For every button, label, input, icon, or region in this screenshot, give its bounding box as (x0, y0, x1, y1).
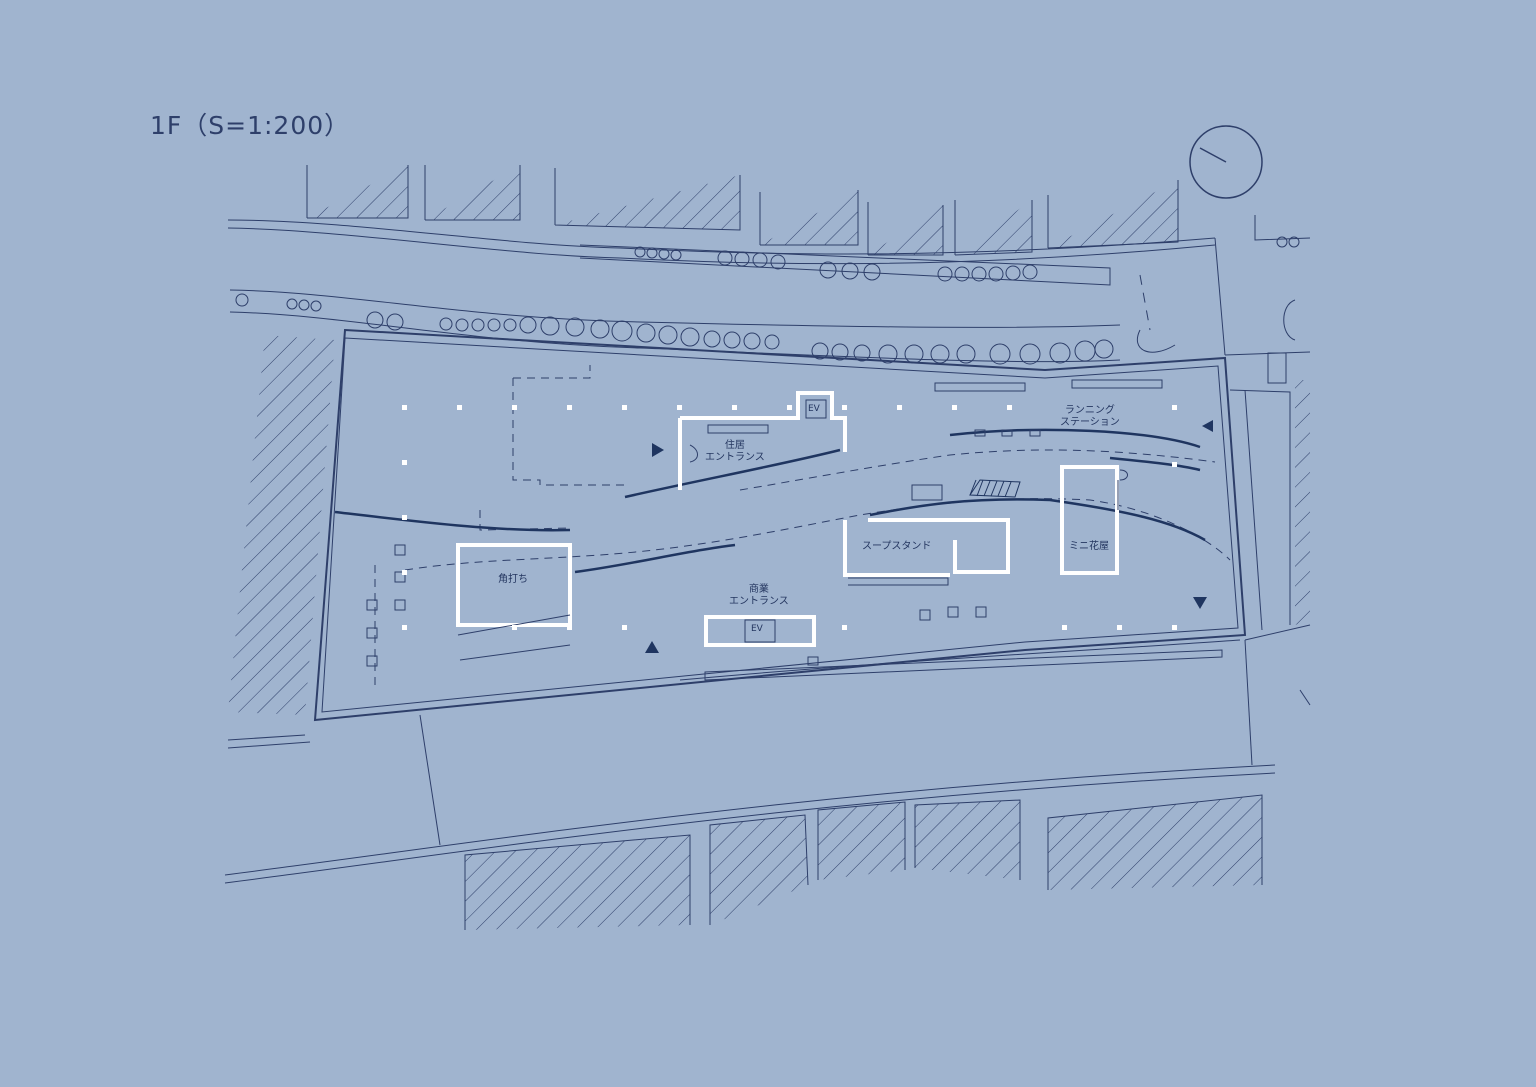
tree-row-north (235, 236, 1300, 365)
elevator-label-top: EV (808, 404, 820, 414)
curved-paths (334, 428, 1206, 574)
label-running-station: ランニング ステーション (1060, 405, 1120, 428)
street-lines (224, 215, 1311, 884)
neighbor-building-west (228, 335, 335, 715)
label-commercial-entrance: 商業 エントランス (729, 584, 789, 607)
neighbor-buildings-south (464, 794, 1263, 930)
wall-ev-bottom (704, 615, 816, 647)
elevator-label-bottom: EV (751, 624, 763, 634)
label-residential-entrance: 住居 エントランス (705, 440, 765, 463)
entry-dash (1139, 274, 1151, 331)
room-soup-stand: スープスタンド (862, 541, 932, 552)
entry-arrow-icon (645, 420, 1213, 653)
neighbor-buildings-north (306, 165, 1179, 256)
gutters (911, 379, 1163, 501)
wall-florist (1060, 465, 1119, 575)
east-arc (1283, 299, 1296, 341)
east-box (1267, 352, 1287, 384)
interior-lines (457, 399, 1128, 661)
room-mini-florist: ミニ花屋 (1069, 541, 1109, 552)
north-indicator-icon (1189, 125, 1263, 199)
ramp-curve (1137, 329, 1176, 353)
site-outline-inner (321, 337, 1239, 713)
room-kakuuchi: 角打ち (498, 574, 528, 585)
stair (969, 479, 1021, 498)
site-outline (313, 328, 1247, 722)
columns (402, 405, 1177, 630)
plan-title: 1F（S=1:200） (150, 111, 351, 140)
fixtures (366, 429, 1041, 667)
wall-residential (678, 391, 847, 490)
wall-soup (843, 518, 1010, 577)
neighbor-building-east (1295, 380, 1310, 625)
